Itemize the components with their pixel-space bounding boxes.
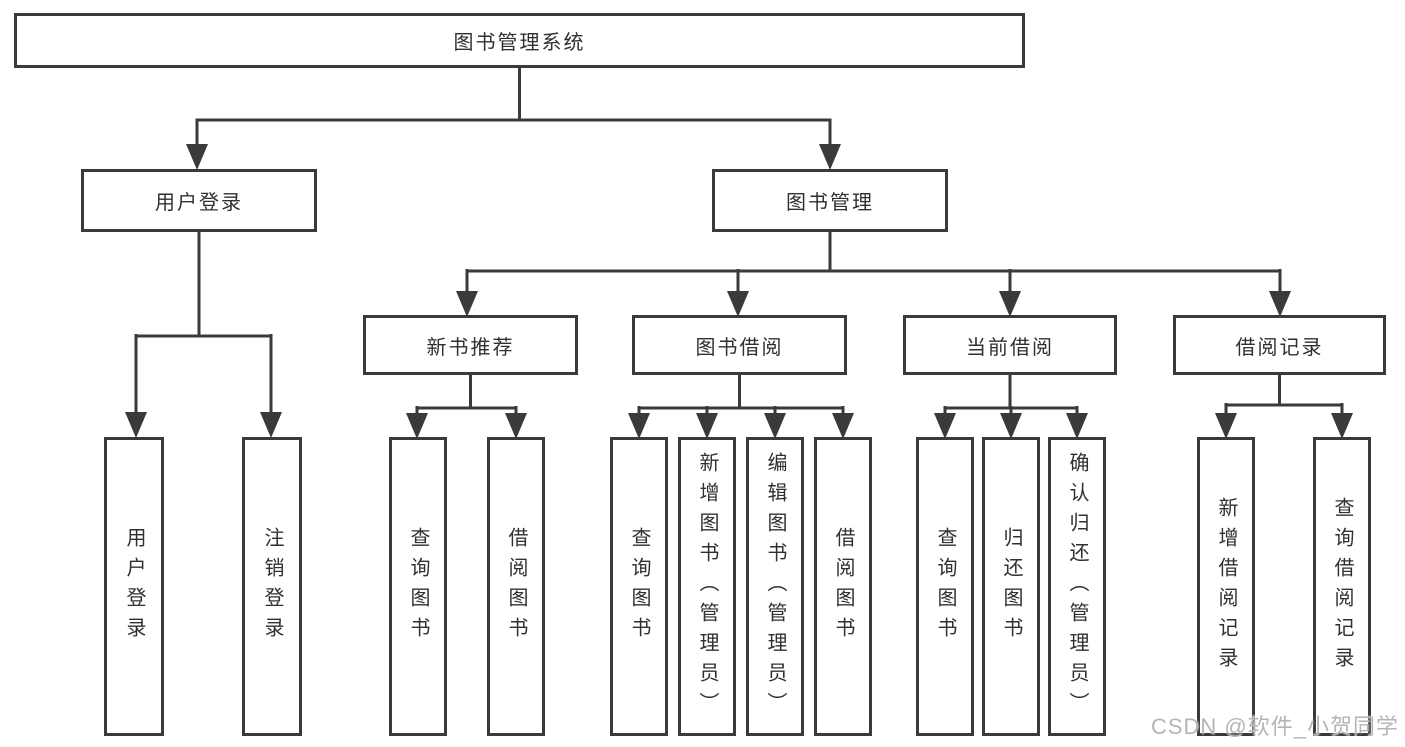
leaf-user-login: 用户登录 [104,437,164,736]
node-book-management: 图书管理 [712,169,948,232]
node-book-borrow: 图书借阅 [632,315,847,375]
leaf-return-books: 归还图书 [982,437,1040,736]
leaf-logout: 注销登录 [242,437,302,736]
node-root: 图书管理系统 [14,13,1025,68]
leaf-query-borrow-record: 查询借阅记录 [1313,437,1371,736]
node-borrow-records: 借阅记录 [1173,315,1386,375]
leaf-edit-books-admin: 编辑图书（管理员） [746,437,804,736]
leaf-borrow-books: 借阅图书 [814,437,872,736]
arrowheads [125,144,1353,439]
leaf-add-borrow-record: 新增借阅记录 [1197,437,1255,736]
csdn-watermark: CSDN @软件_小贺同学 [1150,714,1399,739]
node-user-login: 用户登录 [81,169,317,232]
leaf-add-books-admin: 新增图书（管理员） [678,437,736,736]
leaf-borrow-books-recommend: 借阅图书 [487,437,545,736]
node-new-book-recommend: 新书推荐 [363,315,578,375]
leaf-query-books-borrow: 查询图书 [610,437,668,736]
leaf-confirm-return-admin: 确认归还（管理员） [1048,437,1106,736]
leaf-query-books-current: 查询图书 [916,437,974,736]
node-current-borrow: 当前借阅 [903,315,1117,375]
leaf-query-books-recommend: 查询图书 [389,437,447,736]
